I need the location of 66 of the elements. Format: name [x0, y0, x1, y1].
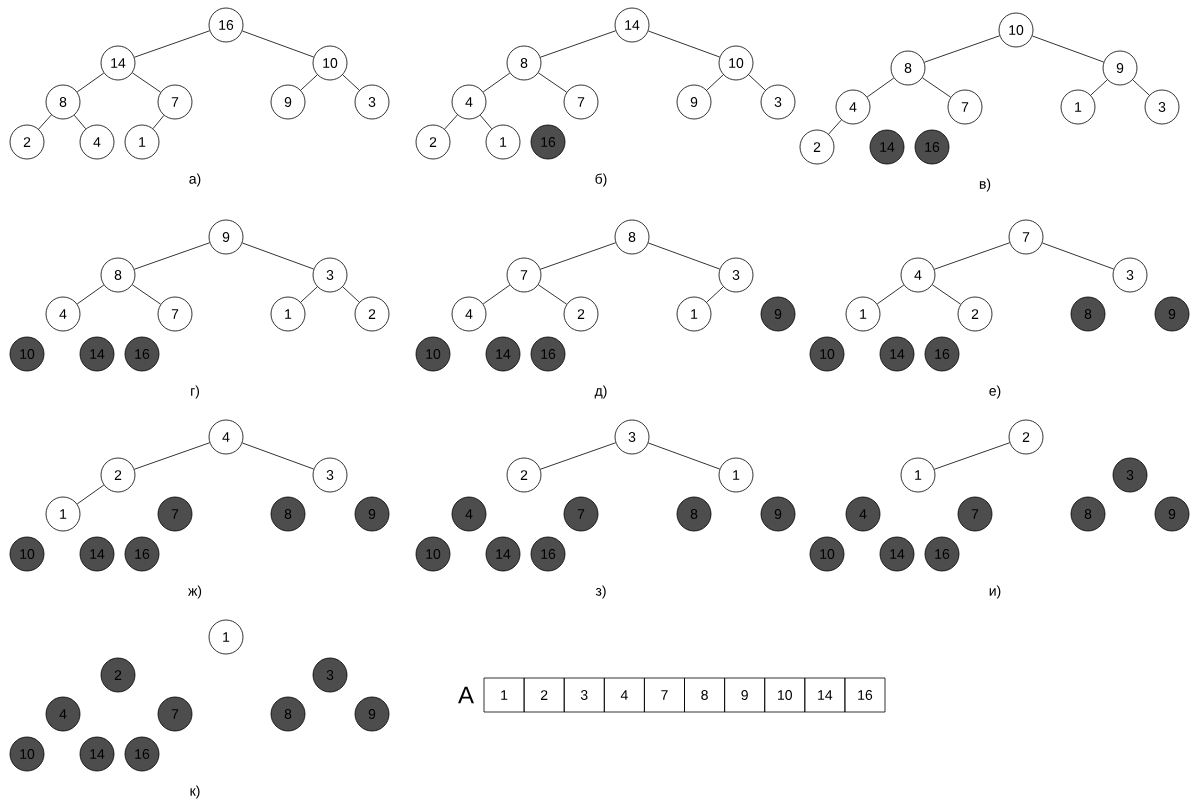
tree-edge [537, 72, 568, 93]
tree-edge [540, 30, 616, 58]
tree-edge [73, 114, 87, 130]
tree-edge [934, 442, 1010, 470]
panel-caption: ж) [188, 585, 202, 599]
array-cell: 8 [684, 677, 725, 713]
array-cell: 10 [764, 677, 806, 713]
tree-edge [828, 119, 842, 135]
array-cell: 1 [483, 677, 525, 713]
tree-edge [134, 442, 210, 470]
tree-edge [300, 74, 318, 91]
tree-edge [647, 242, 721, 270]
panel-caption: а) [189, 173, 201, 187]
array-cell: 2 [523, 677, 565, 713]
tree-edge [482, 72, 511, 93]
tree-edge [748, 74, 766, 91]
tree-edge [1031, 35, 1105, 63]
tree-edge [241, 30, 315, 58]
tree-edge [1090, 79, 1108, 96]
tree-edge [76, 484, 105, 505]
array-cell: 16 [844, 677, 886, 713]
tree-edge [876, 284, 905, 305]
array-cell: 7 [644, 677, 685, 713]
panel-caption: и) [989, 585, 1001, 599]
array-cell: 4 [603, 677, 645, 713]
panel-caption: з) [595, 585, 606, 599]
tree-edge [934, 242, 1010, 270]
tree-edge [76, 284, 105, 305]
panel-caption: г) [191, 385, 199, 399]
panel-caption: в) [979, 178, 991, 192]
tree-edge [241, 242, 315, 270]
tree-edge [76, 72, 105, 93]
tree-edge [540, 242, 616, 270]
array-cell: 3 [563, 677, 605, 713]
tree-edge [241, 442, 315, 470]
tree-edge [647, 30, 721, 58]
tree-edge [924, 35, 1000, 63]
tree-edge [1041, 242, 1115, 270]
tree-edge [342, 286, 360, 303]
tree-edge [38, 114, 52, 130]
panel-caption: е) [989, 385, 1001, 399]
tree-edge [866, 77, 895, 98]
array-name: A [458, 686, 474, 704]
tree-edge [921, 77, 952, 98]
tree-edge [444, 114, 458, 130]
tree-edge [647, 442, 721, 470]
tree-edge [540, 442, 616, 470]
tree-edge [931, 284, 962, 305]
tree-edge [1132, 79, 1150, 96]
panel-caption: д) [594, 385, 607, 399]
tree-edge [134, 242, 210, 270]
tree-edge [134, 30, 210, 58]
tree-edge [706, 74, 724, 91]
tree-edge [706, 286, 724, 303]
tree-edge [342, 74, 360, 91]
tree-edge [482, 284, 511, 305]
array-cell: 14 [804, 677, 846, 713]
panel-caption: к) [190, 785, 200, 799]
tree-edge [152, 115, 165, 129]
tree-edge [131, 72, 162, 93]
panel-caption: б) [595, 173, 607, 187]
tree-edge [131, 284, 162, 305]
tree-edge [479, 114, 493, 130]
tree-edge [300, 286, 318, 303]
tree-edge [537, 284, 568, 305]
array-cell: 9 [724, 677, 766, 713]
